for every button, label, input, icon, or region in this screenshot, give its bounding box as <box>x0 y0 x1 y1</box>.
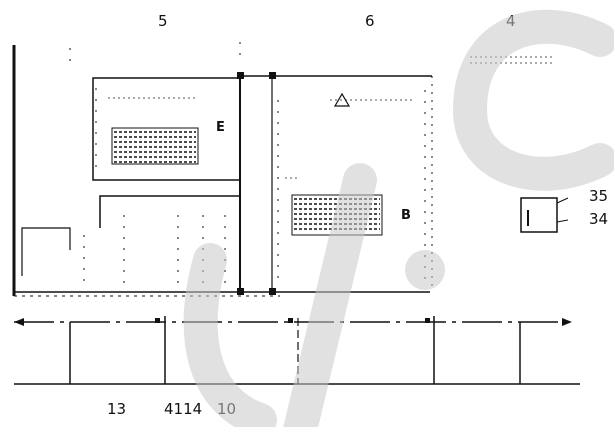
track-arrow-left <box>14 318 24 326</box>
ref-numeral-35: 35 <box>589 187 609 205</box>
ref-numeral-5: 5 <box>158 12 168 30</box>
small-left-frame <box>21 227 71 276</box>
vertical-drops <box>69 316 521 384</box>
ref-numeral-13: 13 <box>107 400 127 418</box>
block-label-b: B <box>401 208 411 223</box>
ref-numeral-4114: 4114 <box>164 400 203 418</box>
knot-3 <box>237 288 244 295</box>
left-hatched-block <box>111 127 199 165</box>
side-device-lead-34 <box>556 219 569 223</box>
side-device-box <box>520 197 558 233</box>
block-label-e: E <box>216 120 225 135</box>
drop-knot-1 <box>155 318 160 323</box>
lower-left-frame <box>99 195 240 228</box>
drop-knot-3 <box>425 318 430 323</box>
faint-text-marks <box>108 56 555 179</box>
right-hatched-block <box>291 194 383 236</box>
knot-2 <box>269 72 276 79</box>
ref-numeral-6: 6 <box>365 12 375 30</box>
ref-numeral-10: 10 <box>217 400 237 418</box>
dotted-columns <box>69 42 426 290</box>
side-device-lead-35 <box>556 197 569 204</box>
ref-numeral-4: 4 <box>506 12 516 30</box>
track-arrow-right <box>562 318 572 326</box>
ref-numeral-34: 34 <box>589 210 609 228</box>
drop-knot-2 <box>288 318 293 323</box>
knot-4 <box>269 288 276 295</box>
triangle-mark <box>333 92 351 107</box>
knot-1 <box>237 72 244 79</box>
